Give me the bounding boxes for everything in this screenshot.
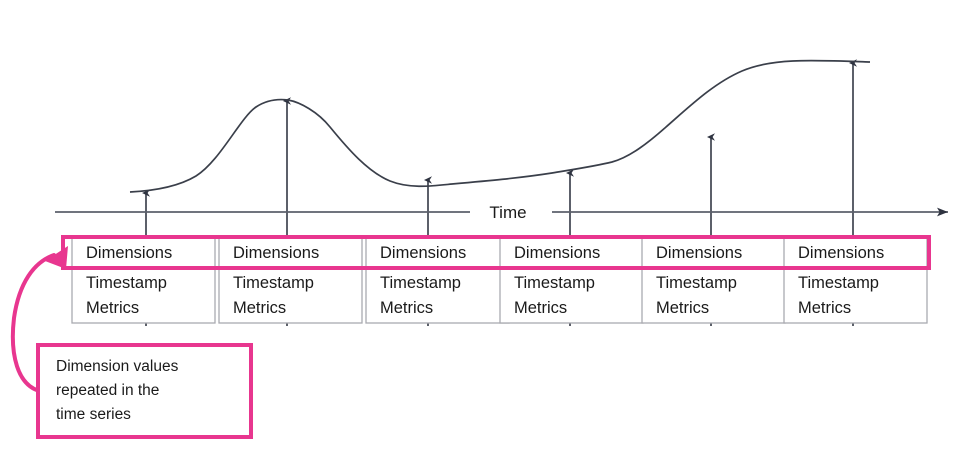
callout-line-2: repeated in the	[56, 382, 159, 399]
card-timestamp-label: Timestamp	[656, 274, 737, 292]
callout-pointer-arrow	[10, 246, 68, 394]
dimension-values-callout: Dimension values repeated in the time se…	[36, 343, 253, 439]
card-dimensions-label: Dimensions	[798, 244, 884, 262]
callout-arrowhead	[45, 246, 68, 269]
callout-line-3: time series	[56, 406, 131, 423]
datapoint-card-5[interactable]: Dimensions Timestamp Metrics	[641, 237, 786, 324]
card-timestamp-label: Timestamp	[514, 274, 595, 292]
callout-line-1: Dimension values	[56, 358, 179, 375]
card-timestamp-label: Timestamp	[233, 274, 314, 292]
card-metrics-label: Metrics	[798, 299, 851, 317]
card-metrics-label: Metrics	[514, 299, 567, 317]
datapoint-card-4[interactable]: Dimensions Timestamp Metrics	[499, 237, 644, 324]
datapoint-card-2[interactable]: Dimensions Timestamp Metrics	[218, 237, 363, 324]
card-dimensions-label: Dimensions	[656, 244, 742, 262]
card-metrics-label: Metrics	[656, 299, 709, 317]
datapoint-card-6[interactable]: Dimensions Timestamp Metrics	[783, 237, 928, 324]
card-metrics-label: Metrics	[233, 299, 286, 317]
card-metrics-label: Metrics	[86, 299, 139, 317]
datapoint-cards-group: Dimensions Timestamp Metrics Dimensions …	[71, 237, 928, 324]
datapoint-card-3[interactable]: Dimensions Timestamp Metrics	[365, 237, 510, 324]
card-dimensions-label: Dimensions	[514, 244, 600, 262]
card-timestamp-label: Timestamp	[380, 274, 461, 292]
card-dimensions-label: Dimensions	[86, 244, 172, 262]
datapoint-card-1[interactable]: Dimensions Timestamp Metrics	[71, 237, 216, 324]
card-timestamp-label: Timestamp	[86, 274, 167, 292]
card-metrics-label: Metrics	[380, 299, 433, 317]
card-dimensions-label: Dimensions	[380, 244, 466, 262]
card-timestamp-label: Timestamp	[798, 274, 879, 292]
signal-curve	[129, 59, 871, 193]
time-axis-label: Time	[489, 203, 526, 222]
card-dimensions-label: Dimensions	[233, 244, 319, 262]
